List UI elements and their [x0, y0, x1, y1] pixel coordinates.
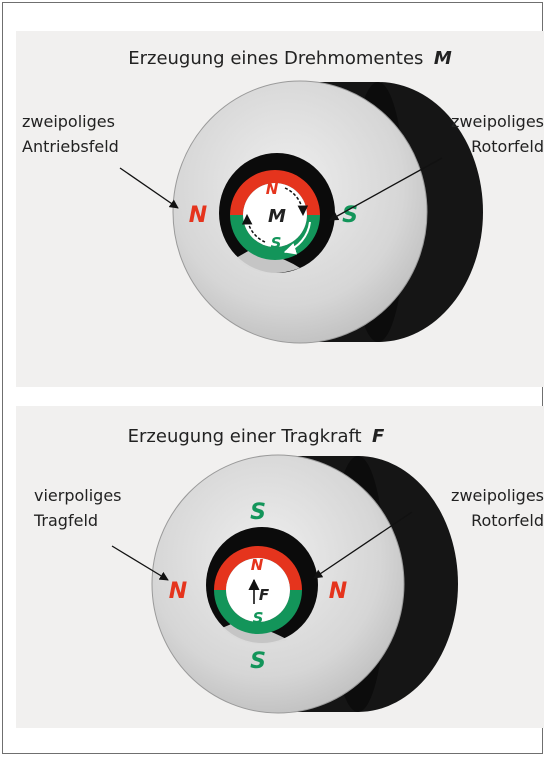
top-title: Erzeugung eines Drehmomentes M: [128, 48, 452, 69]
bottom-right-label-line2: Rotorfeld: [471, 511, 544, 530]
bottom-center-var: F: [259, 586, 270, 604]
bottom-stator-pole-right: N: [329, 579, 347, 604]
top-rotation-arrow-right: [284, 187, 309, 217]
top-rotor-white-arrow: [283, 221, 311, 255]
bottom-cylinder: [151, 454, 458, 714]
top-rotor-center: [243, 183, 307, 247]
top-stator-pole-north: N: [189, 203, 207, 228]
bottom-title: Erzeugung einer Tragkraft F: [128, 426, 385, 447]
bottom-diagram: Erzeugung einer Tragkraft F N S F S S N …: [33, 426, 544, 714]
top-left-label-line2: Antriebsfeld: [22, 137, 119, 156]
bottom-rotor: N S F: [214, 546, 302, 634]
top-rotor: N S M: [230, 170, 320, 260]
bottom-left-label-line2: Tragfeld: [33, 511, 98, 530]
bottom-rotor-south-half: [214, 590, 302, 634]
bottom-stator-pole-top: S: [250, 500, 266, 525]
top-cylinder: [172, 80, 483, 344]
bottom-right-label-line1: zweipoliges: [451, 486, 544, 505]
bottom-right-pointer-arrow: [313, 511, 413, 579]
bottom-rotor-pole-south: S: [253, 609, 264, 627]
top-left-label-line1: zweipoliges: [22, 112, 115, 131]
bottom-rotor-north-half: [214, 546, 302, 590]
bottom-stator-pole-left: N: [169, 579, 187, 604]
top-stator-pole-south: S: [342, 203, 358, 228]
bottom-stator-pole-bottom: S: [250, 649, 266, 674]
top-rotor-north-half: [230, 170, 320, 215]
bottom-rotor-pole-north: N: [251, 556, 264, 574]
bottom-left-pointer-arrow: [111, 545, 169, 581]
top-rotor-south-half: [230, 215, 320, 260]
top-center-var: M: [268, 206, 286, 227]
top-diagram: Erzeugung eines Drehmomentes M N S M N: [22, 48, 544, 344]
top-left-pointer-arrow: [119, 167, 179, 209]
top-right-pointer-arrow: [329, 157, 443, 221]
top-rotor-pole-south: S: [271, 234, 282, 252]
top-rotor-pole-north: N: [266, 180, 279, 198]
top-bore-highlight: [236, 250, 300, 274]
bottom-left-label-line1: vierpoliges: [34, 486, 122, 505]
top-right-label-line2: Rotorfeld: [471, 137, 544, 156]
top-rotation-arrow-left: [241, 213, 266, 243]
top-right-label-line1: zweipoliges: [451, 112, 544, 131]
